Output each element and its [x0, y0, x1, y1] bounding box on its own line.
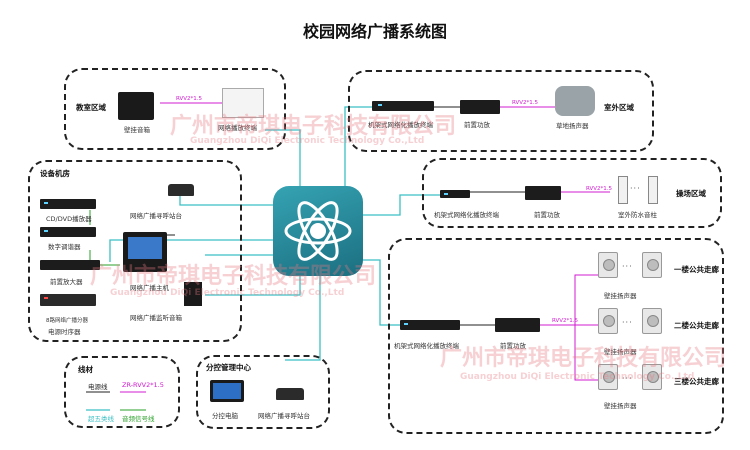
link-classroom [265, 129, 301, 186]
cd-player-label: CD/DVD播放器 [46, 215, 92, 223]
tuner-label: 数字调谐器 [48, 243, 81, 251]
zone-playground [422, 158, 722, 228]
outdoor-preamp-label: 前置功放 [464, 121, 490, 129]
net-terminal-label: 网络播放终端 [218, 124, 257, 132]
column-speaker-2 [648, 176, 658, 204]
play-preamp [525, 186, 561, 200]
monitor-speaker-label: 网络广播监听音箱 [130, 314, 182, 322]
host-device [123, 232, 167, 272]
hall-rack-terminal-label: 机架式网络化播放终端 [394, 342, 459, 350]
zone-hall [388, 238, 724, 434]
legend-power: 电源线 [88, 383, 108, 391]
outdoor-cable-tag: RVV2*1.5 [512, 100, 539, 106]
link-monitor [205, 276, 301, 296]
floor3-speaker-2 [642, 364, 662, 390]
network-hub-icon [273, 186, 363, 276]
zone-branch-control [196, 355, 330, 429]
pre-amp-label: 前置放大器 [50, 278, 83, 286]
wall-speaker-label: 壁挂音箱 [124, 126, 150, 134]
hall-preamp [495, 318, 540, 332]
floor1-label: 一楼公共走廊 [674, 265, 719, 274]
floor3-dots: ··· [622, 374, 633, 383]
wall-speaker-device [118, 92, 154, 120]
outdoor-preamp [460, 100, 500, 114]
floor3-speaker-1 [598, 364, 618, 390]
net-terminal-device [222, 88, 264, 118]
zone-classroom [64, 68, 286, 150]
link-hall [363, 259, 400, 326]
legend-audio: 音频信号线 [122, 415, 155, 423]
lawn-speaker-label: 草地扬声器 [556, 122, 589, 130]
link-rack [109, 239, 273, 262]
zone-outdoor-label: 室外区域 [604, 103, 634, 112]
branch-pc-device [210, 380, 244, 402]
floor1-speaker-2 [642, 252, 662, 278]
legend-cat5: 超五类线 [88, 415, 114, 423]
play-preamp-label: 前置功放 [534, 211, 560, 219]
monitor-speaker-device [184, 282, 202, 306]
power-sequencer-label: 电源时序器 [48, 328, 81, 336]
floor2-speaker-label: 壁挂扬声器 [604, 348, 637, 356]
zone-classroom-label: 教室区域 [76, 103, 106, 112]
branch-pc-label: 分控电脑 [212, 412, 238, 420]
floor2-dots: ··· [622, 318, 633, 327]
link-branch [285, 276, 321, 361]
outdoor-rack-terminal-label: 机架式网络化播放终端 [368, 121, 433, 129]
legend-speaker-cable: ZR-RVV2*1.5 [122, 381, 164, 389]
column-speaker-1 [618, 176, 628, 204]
zone-equipment-room [28, 160, 242, 342]
play-rack-terminal-label: 机架式网络化播放终端 [434, 211, 499, 219]
column-speaker-label: 室外防水音柱 [618, 211, 657, 219]
floor2-label: 二楼公共走廊 [674, 321, 719, 330]
power-sequencer-device [40, 294, 96, 306]
branch-mic-label: 网络广播寻呼站台 [258, 412, 310, 420]
pre-amp-device [40, 260, 100, 270]
floor2-speaker-1 [598, 308, 618, 334]
outdoor-rack-terminal [372, 101, 434, 111]
classroom-cable-tag: RVV2*1.5 [176, 96, 203, 102]
zone-equipment-room-label: 设备机房 [40, 169, 70, 178]
hall-preamp-label: 前置功放 [500, 342, 526, 350]
playground-cable-tag: RVV2*1.5 [586, 186, 613, 192]
floor3-speaker-label: 壁挂扬声器 [604, 402, 637, 410]
paging-mic-label: 网络广播寻呼站台 [130, 212, 182, 220]
floor1-speaker-1 [598, 252, 618, 278]
zone-cables-label: 线材 [78, 365, 93, 374]
power-sequencer-sublabel: 8路网络广播分器 [46, 318, 88, 324]
branch-mic-device [276, 388, 304, 400]
zone-outdoor [348, 70, 654, 152]
lawn-speaker-device [555, 86, 595, 116]
floor3-label: 三楼公共走廊 [674, 377, 719, 386]
cd-player-device [40, 199, 96, 209]
play-rack-terminal [440, 190, 470, 198]
floor1-speaker-label: 壁挂扬声器 [604, 292, 637, 300]
zone-playground-label: 操场区域 [676, 189, 706, 198]
floor2-speaker-2 [642, 308, 662, 334]
hall-rack-terminal [400, 320, 460, 330]
link-playground [363, 194, 440, 216]
hall-cable-tag: RVV2*1.5 [552, 318, 579, 324]
zone-cables [64, 356, 180, 428]
tuner-device [40, 227, 96, 237]
link-outdoor [344, 106, 372, 186]
floor1-dots: ··· [622, 262, 633, 271]
column-speaker-dots: ··· [630, 184, 641, 193]
page-title: 校园网络广播系统图 [302, 22, 447, 41]
host-label: 网络广播主机 [130, 284, 169, 292]
zone-branch-control-label: 分控管理中心 [206, 363, 251, 372]
paging-mic-device [168, 184, 194, 196]
